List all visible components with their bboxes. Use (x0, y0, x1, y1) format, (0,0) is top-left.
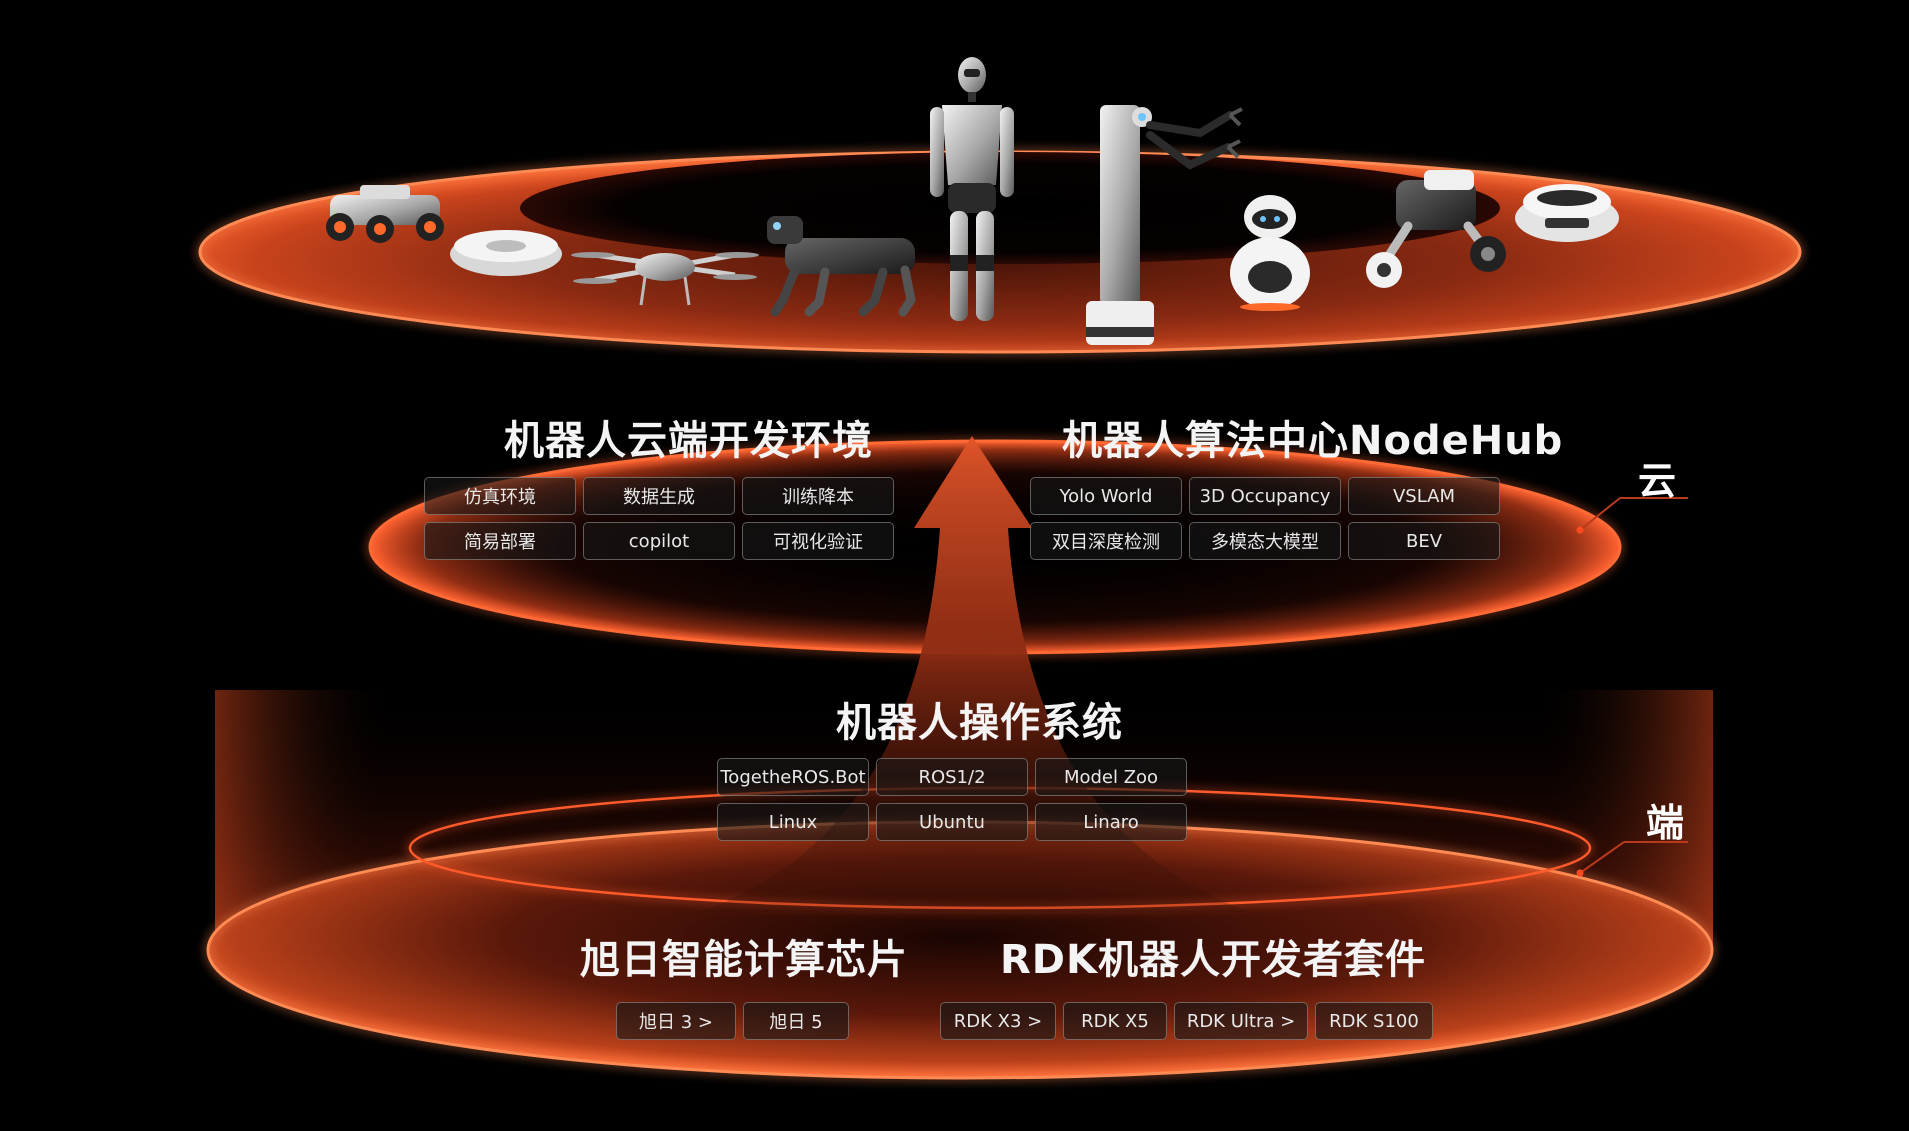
cloud-leader-dot (1576, 526, 1584, 534)
nodehub-chip-4[interactable]: 双目深度检测 (1030, 522, 1182, 560)
wheel-leg-robot-icon[interactable] (1366, 170, 1506, 288)
humanoid-robot-icon[interactable] (930, 57, 1014, 321)
compute-chip-1[interactable]: 旭日 3 > (616, 1002, 736, 1040)
nodehub-chip-6[interactable]: BEV (1348, 522, 1500, 560)
rdk-chip-3[interactable]: RDK Ultra > (1174, 1002, 1308, 1040)
drone-icon[interactable] (571, 252, 759, 306)
vacuum-robot-icon[interactable] (450, 230, 562, 276)
rdk-chip-1[interactable]: RDK X3 > (940, 1002, 1056, 1040)
upward-arrow (700, 436, 1250, 912)
dev-env-chip-2[interactable]: 数据生成 (583, 477, 735, 515)
os-title: 机器人操作系统 (836, 700, 1123, 746)
dev-env-chip-6[interactable]: 可视化验证 (742, 522, 894, 560)
dev-env-title: 机器人云端开发环境 (504, 418, 873, 464)
edge-leader-line (1579, 841, 1625, 874)
os-chip-2[interactable]: ROS1/2 (876, 758, 1028, 796)
nodehub-chip-5[interactable]: 多模态大模型 (1189, 522, 1341, 560)
edge-side-label: 端 (1646, 801, 1685, 845)
os-chip-5[interactable]: Ubuntu (876, 803, 1028, 841)
rdk-chip-4[interactable]: RDK S100 (1315, 1002, 1433, 1040)
chips-section-title: 旭日智能计算芯片 (580, 937, 908, 983)
dev-env-chip-5[interactable]: copilot (583, 522, 735, 560)
quadruped-robot-icon[interactable] (767, 216, 916, 317)
rdk-title: RDK机器人开发者套件 (1000, 937, 1426, 983)
nodehub-chip-3[interactable]: VSLAM (1348, 477, 1500, 515)
companion-robot-icon[interactable] (1230, 195, 1310, 311)
os-chip-6[interactable]: Linaro (1035, 803, 1187, 841)
cloud-side-label: 云 (1638, 459, 1677, 503)
os-chip-3[interactable]: Model Zoo (1035, 758, 1187, 796)
robot-arm-icon[interactable] (1086, 105, 1243, 345)
compute-chip-grid: 旭日 3 >旭日 5 (616, 1002, 849, 1040)
dev-env-chip-4[interactable]: 简易部署 (424, 522, 576, 560)
compute-chip-2[interactable]: 旭日 5 (743, 1002, 849, 1040)
rover-robot-icon[interactable] (326, 185, 444, 243)
nodehub-chip-1[interactable]: Yolo World (1030, 477, 1182, 515)
nodehub-title: 机器人算法中心NodeHub (1062, 418, 1564, 464)
dev-env-chip-1[interactable]: 仿真环境 (424, 477, 576, 515)
edge-leader-dot (1576, 869, 1584, 877)
delivery-robot-icon[interactable] (1515, 184, 1619, 242)
dev-env-chip-3[interactable]: 训练降本 (742, 477, 894, 515)
os-chip-4[interactable]: Linux (717, 803, 869, 841)
rdk-chip-2[interactable]: RDK X5 (1063, 1002, 1167, 1040)
nodehub-chip-2[interactable]: 3D Occupancy (1189, 477, 1341, 515)
os-chip-1[interactable]: TogetheROS.Bot (717, 758, 869, 796)
cloud-leader-line (1579, 497, 1621, 531)
top-disc-hole (520, 152, 1500, 264)
